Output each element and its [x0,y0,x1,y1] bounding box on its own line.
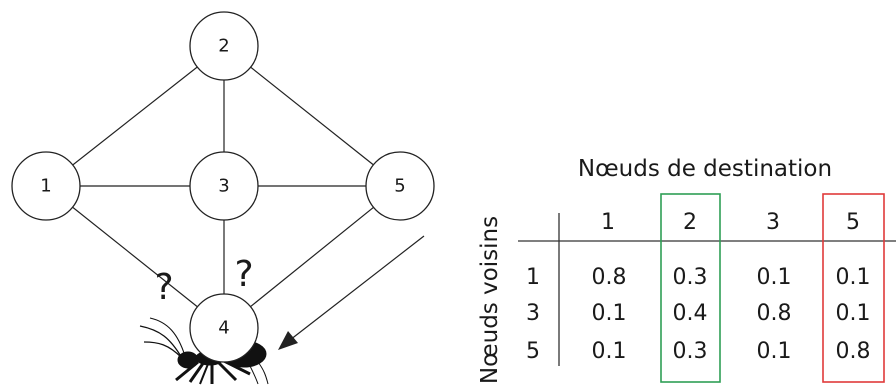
edge-5-4 [223,185,401,329]
node-label: 2 [218,36,229,57]
table-cell: 0.1 [757,339,792,364]
node-label: 1 [40,176,51,197]
table-cell: 0.1 [592,301,627,326]
question-mark-left: ? [154,267,173,308]
table-cell: 0.3 [673,265,708,290]
table-cell: 0.8 [592,265,627,290]
pheromone-table: Nœuds de destination Nœuds voisins 1 2 3… [477,156,896,384]
node-circle [189,11,259,81]
graph-node-1: 1 [11,151,81,221]
graph-node-3: 3 [189,151,259,221]
node-circle [189,293,259,363]
row-header-1: 1 [526,265,540,290]
table-cell: 0.1 [836,301,871,326]
node-label: 3 [218,176,229,197]
graph-node-5: 5 [365,151,435,221]
question-mark-right: ? [234,254,253,295]
graph-nodes: 1 2 3 4 5 [11,11,435,363]
table-cell: 0.8 [757,301,792,326]
ant-direction-arrow [278,235,425,350]
table-cell: 0.1 [592,339,627,364]
table-cell: 0.8 [836,339,871,364]
table-side-label: Nœuds voisins [477,216,503,384]
highlight-column-5 [822,193,885,383]
graph-node-2: 2 [189,11,259,81]
node-circle [189,151,259,221]
column-header-5: 5 [846,210,860,235]
table-title: Nœuds de destination [578,156,832,182]
table-cell: 0.3 [673,339,708,364]
node-circle [11,151,81,221]
row-header-5: 5 [526,339,540,364]
table-cell: 0.1 [757,265,792,290]
column-header-3: 3 [766,210,780,235]
column-header-1: 1 [601,210,615,235]
table-cell: 0.1 [836,265,871,290]
node-label: 5 [394,176,405,197]
row-header-3: 3 [526,301,540,326]
graph-node-4: 4 [189,293,259,363]
column-header-2: 2 [683,210,697,235]
edge-1-4 [45,185,225,329]
edge-1-2 [45,45,225,187]
table-cell: 0.4 [673,301,708,326]
edge-2-5 [223,45,401,187]
node-label: 4 [218,318,229,339]
node-circle [365,151,435,221]
highlight-column-2 [660,193,721,383]
